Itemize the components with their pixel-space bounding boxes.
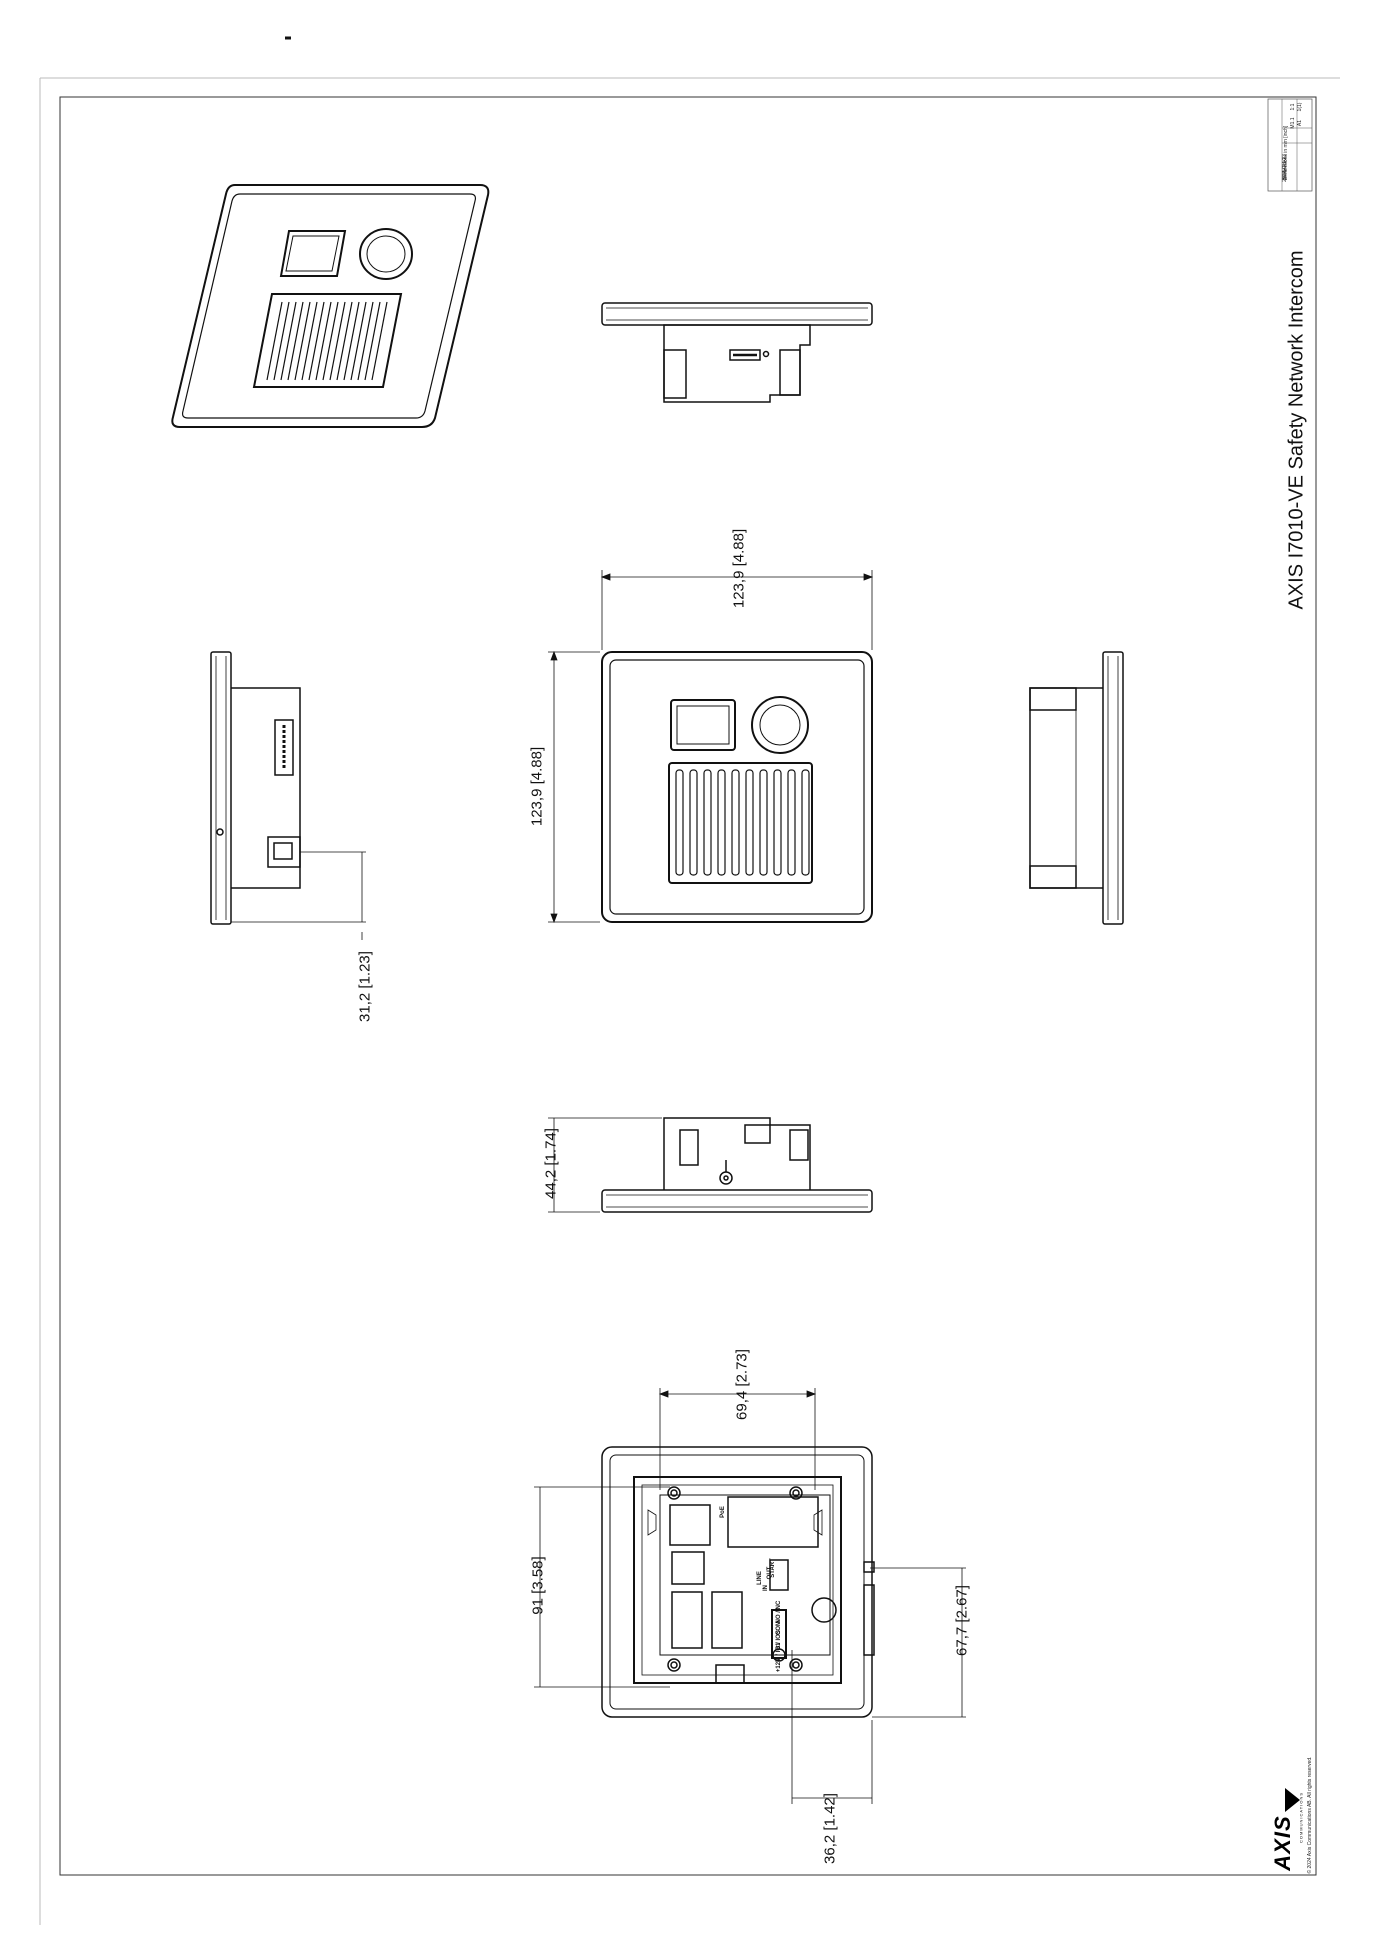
dim-back-height: 91 [3.58]	[529, 1556, 547, 1615]
label-in: IN	[763, 1585, 769, 1591]
dim-side-depth: 31,2 [1.23]	[356, 951, 374, 1022]
dim-front-width: 123,9 [4.88]	[730, 528, 748, 609]
front-view	[601, 651, 873, 923]
dim-bottom-depth: 44,2 [1.74]	[542, 1128, 560, 1199]
scale-label: 1:1	[1290, 103, 1296, 111]
title-block	[1267, 98, 1313, 192]
axis-logo-sub: COMMUNICATIONS	[1298, 1791, 1304, 1844]
bottom-edge-view	[601, 1117, 873, 1213]
dim-front-height: 123,9 [4.88]	[528, 746, 546, 827]
dim-back-hole-spacing: 69,4 [2.73]	[733, 1349, 751, 1420]
label-12v: +12V	[776, 1657, 782, 1673]
dim-back-edge: 36,2 [1.42]	[821, 1793, 839, 1864]
iso-view	[171, 184, 490, 428]
axis-logo-mark	[1285, 1788, 1300, 1812]
doc-number: 31550710	[1282, 157, 1288, 181]
left-side-view	[210, 651, 301, 925]
drawing-border	[59, 96, 1317, 1876]
top-edge-view	[601, 302, 873, 403]
back-view	[601, 1446, 875, 1718]
sheet-label: 1(1)	[1297, 102, 1303, 112]
dim-back-offset: 67,7 [2.67]	[953, 1585, 971, 1656]
dimension-lines	[231, 570, 966, 1804]
product-title: AXIS I7010-VE Safety Network Intercom	[1285, 250, 1308, 610]
label-poe: PoE	[720, 1506, 726, 1518]
axis-logo: AXIS	[1270, 1815, 1295, 1871]
right-side-view	[1029, 651, 1124, 925]
label-out: OUT	[767, 1566, 773, 1580]
copyright: © 2024 Axis Communications AB. All right…	[1307, 1756, 1313, 1874]
